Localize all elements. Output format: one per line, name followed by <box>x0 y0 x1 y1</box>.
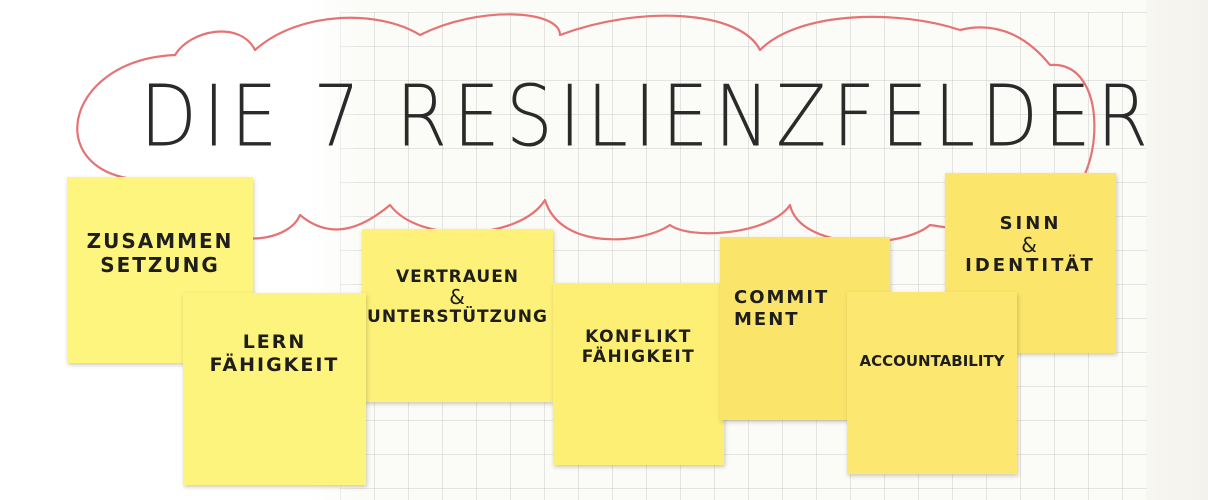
ampersand: & <box>1021 232 1040 257</box>
note-text: SINN <box>999 213 1062 234</box>
ampersand: & <box>449 285 466 310</box>
note-text: UNTERSTÜTZUNG <box>367 307 548 328</box>
sticky-note-accountability: ACCOUNTABILITY <box>847 292 1017 474</box>
note-text: ZUSAMMEN <box>86 229 234 253</box>
note-text: KONFLIKT <box>585 327 692 347</box>
paper-edge <box>1146 0 1208 500</box>
sticky-note-zusammensetzung: ZUSAMMEN SETZUNG <box>67 177 253 363</box>
diagram-title: DIE 7 RESILIENZFELDER <box>140 67 1155 166</box>
note-text: ACCOUNTABILITY <box>859 352 1005 370</box>
note-text: COMMIT <box>734 287 830 308</box>
note-text: MENT <box>734 308 800 330</box>
sticky-note-lernfaehigkeit: LERN FÄHIGKEIT <box>183 293 366 485</box>
note-text: FÄHIGKEIT <box>209 353 340 376</box>
note-text: VERTRAUEN <box>395 267 520 287</box>
note-text: IDENTITÄT <box>965 254 1096 276</box>
note-text: FÄHIGKEIT <box>581 347 696 368</box>
sticky-note-konfliktfaehigkeit: KONFLIKT FÄHIGKEIT <box>553 283 724 465</box>
sticky-note-vertrauen-unterstuetzung: VERTRAUEN & UNTERSTÜTZUNG <box>362 229 553 402</box>
note-text: LERN <box>242 331 307 353</box>
note-text: SETZUNG <box>100 253 220 277</box>
